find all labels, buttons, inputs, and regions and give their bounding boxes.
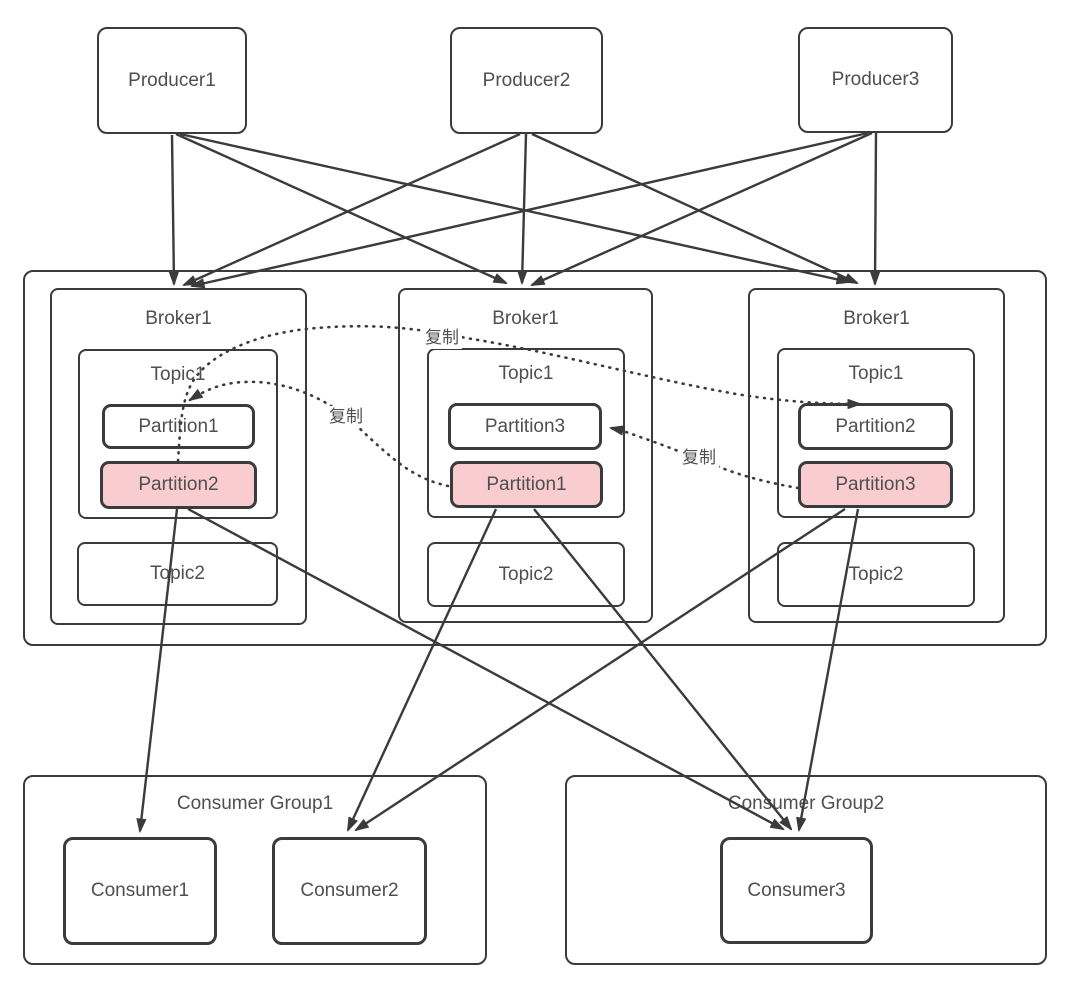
broker-middle-partition1-leader-node: Partition1 (450, 461, 603, 508)
broker-left-label: Broker1 (145, 308, 212, 329)
broker-middle-label: Broker1 (492, 308, 559, 329)
producer3-label: Producer3 (831, 69, 920, 90)
arrow-producer1-broker-middle (175, 132, 508, 285)
arrow-producer2-broker-right (531, 132, 859, 285)
broker-right-topic1-label: Topic1 (848, 363, 904, 384)
replication-label-left: 复制 (326, 406, 366, 428)
replication-label-right: 复制 (679, 447, 719, 469)
consumer2-label: Consumer2 (300, 880, 399, 901)
consumer3-node: Consumer3 (720, 837, 873, 944)
broker-right-partition3-leader-node: Partition3 (798, 461, 953, 508)
arrow-producer3-broker-middle (530, 131, 873, 287)
consumer1-label: Consumer1 (90, 880, 190, 901)
consumer-group1-label: Consumer Group1 (176, 793, 334, 814)
broker-right-partition3-label: Partition3 (835, 473, 916, 495)
broker-right-topic2-label: Topic2 (848, 563, 904, 585)
producer3-node: Producer3 (798, 27, 953, 133)
broker-left-partition1-node: Partition1 (102, 404, 255, 449)
broker-left-topic1-label: Topic1 (150, 364, 206, 385)
producer2-node: Producer2 (450, 27, 603, 134)
broker-middle-partition3-label: Partition3 (484, 415, 566, 437)
broker-middle-partition1-label: Partition1 (486, 473, 567, 495)
arrow-producer3-broker-left (190, 131, 869, 289)
broker-middle-topic1-label: Topic1 (498, 363, 554, 384)
arrow-producer1-broker-left (168, 134, 179, 286)
broker-middle-topic2-label: Topic2 (498, 563, 554, 585)
consumer2-node: Consumer2 (272, 837, 427, 945)
broker-right-partition2-label: Partition2 (835, 415, 916, 437)
broker-left-topic2-node: Topic2 (77, 542, 278, 606)
broker-left-partition2-leader-node: Partition2 (100, 461, 257, 509)
broker-middle-partition3-node: Partition3 (448, 403, 602, 450)
arrow-producer1-broker-right (179, 132, 851, 285)
arrow-producer3-broker-right (870, 132, 881, 286)
broker-left-partition1-label: Partition1 (138, 415, 219, 437)
broker-right-topic2-node: Topic2 (777, 542, 975, 607)
replication-label-top: 复制 (422, 327, 462, 349)
consumer3-label: Consumer3 (747, 879, 846, 901)
broker-right-label: Broker1 (843, 308, 910, 329)
arrow-producer2-broker-left (182, 132, 521, 287)
broker-left-partition2-label: Partition2 (138, 474, 219, 495)
consumer1-node: Consumer1 (63, 837, 217, 945)
producer1-node: Producer1 (97, 27, 247, 134)
broker-left-topic2-label: Topic2 (150, 563, 205, 584)
broker-right-partition2-node: Partition2 (798, 403, 953, 450)
broker-middle-topic2-node: Topic2 (427, 542, 625, 607)
producer2-label: Producer2 (482, 69, 571, 91)
consumer-group2-label: Consumer Group2 (727, 793, 885, 814)
producer1-label: Producer1 (128, 69, 216, 91)
arrow-producer2-broker-middle (517, 133, 528, 285)
